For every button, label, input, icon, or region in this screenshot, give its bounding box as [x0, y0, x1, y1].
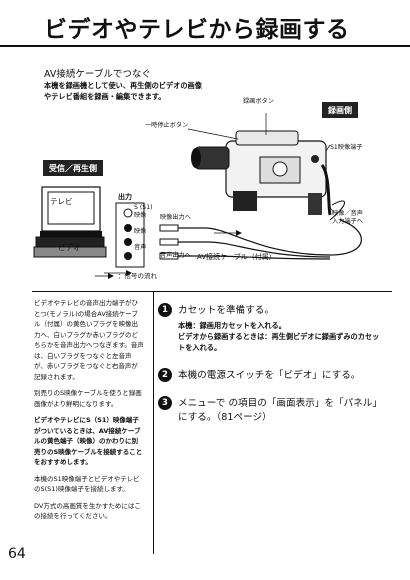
- audio-out-label: 音声出力へ: [160, 252, 191, 259]
- note-mono-audio: ビデオやテレビの音声出力端子がひとつ(モノラル)の場合AV接続ケーブル（付属）の…: [34, 299, 144, 381]
- note-s-video: 別売りのS映像ケーブルを使うと録画画像がより鮮明になります。: [34, 389, 142, 408]
- signal-flow-arrow-icon: [95, 273, 114, 279]
- step-body: 本機：録画用カセットを入れる。 ビデオから録画するときは：再生側ビデオに録画ずみ…: [178, 321, 380, 352]
- s-video-jack-icon: [123, 208, 133, 218]
- record-side-label: 録画側: [322, 102, 358, 118]
- step-number: 2: [158, 368, 172, 382]
- tv-label: テレビ: [50, 197, 73, 206]
- s1-jack-label: S1映像端子: [330, 144, 363, 151]
- tv-illustration: [40, 186, 102, 237]
- step-3: 3 メニューで の項目の「画面表示」を「パネル」にする。（81ページ）: [158, 396, 388, 436]
- section-divider: [32, 291, 392, 292]
- video-out-label: 映像出力へ: [160, 214, 191, 221]
- video-jack-icon: [124, 224, 132, 232]
- step-title: カセットを準備する。: [178, 305, 274, 316]
- signal-flow-legend: ：信号の流れ: [118, 272, 157, 280]
- step-2: 2 本機の電源スイッチを「ビデオ」にする。: [158, 368, 388, 388]
- step-title: メニューで の項目の「画面表示」を「パネル」にする。（81ページ）: [178, 398, 382, 423]
- section-heading: AV接続ケーブルでつなぐ: [44, 69, 151, 80]
- output-label: 出力: [118, 193, 132, 201]
- vcr-illustration: [33, 236, 107, 258]
- playback-side-label: 受信／再生側: [43, 160, 103, 176]
- note-dv-quality: DV方式の高画質を生かすためにはこの接続を行ってください。: [34, 501, 141, 521]
- note-connection: 本機のS1映像端子とビデオやテレビのS(S1)映像端子を接続します。: [34, 474, 140, 494]
- cable-label: AV接続ケーブル（付属）: [197, 253, 276, 261]
- title-rule: [0, 45, 410, 47]
- page-number: 64: [8, 546, 26, 562]
- jack-s1-label: S (S1) 映像: [134, 204, 153, 219]
- audio-left-jack-icon: [124, 238, 132, 246]
- step-title: 本機の電源スイッチを「ビデオ」にする。: [178, 370, 361, 381]
- jack-video-label: 映像: [134, 228, 147, 235]
- sidebar-notes: ビデオやテレビの音声出力端子がひとつ(モノラル)の場合AV接続ケーブル（付属）の…: [34, 298, 144, 528]
- step-number: 3: [158, 396, 172, 410]
- note-s1-jack: ビデオやテレビにS（S1）映像端子がついているときは、AV接続ケーブルの黄色端子…: [34, 416, 143, 466]
- video-label: ビデオ: [58, 243, 81, 252]
- step-1: 1 カセットを準備する。 本機：録画用カセットを入れる。 ビデオから録画するとき…: [158, 303, 388, 363]
- column-divider: [153, 292, 154, 554]
- pause-button-label: 一時停止ボタン: [145, 122, 189, 129]
- av-input-label: 映像／音声 入力端子へ: [332, 210, 363, 225]
- connection-diagram: [33, 113, 362, 276]
- audio-right-jack-icon: [124, 252, 132, 260]
- jack-audio-label: 音声: [134, 244, 147, 251]
- step-number: 1: [158, 303, 172, 317]
- camcorder-illustration: [191, 130, 332, 216]
- record-button-label: 録画ボタン: [243, 98, 274, 105]
- page-title: ビデオやテレビから録画する: [44, 17, 350, 43]
- intro-text: 本機を録画機として使い、再生側のビデオの画像やテレビ番組を録画・編集できます。: [44, 81, 202, 101]
